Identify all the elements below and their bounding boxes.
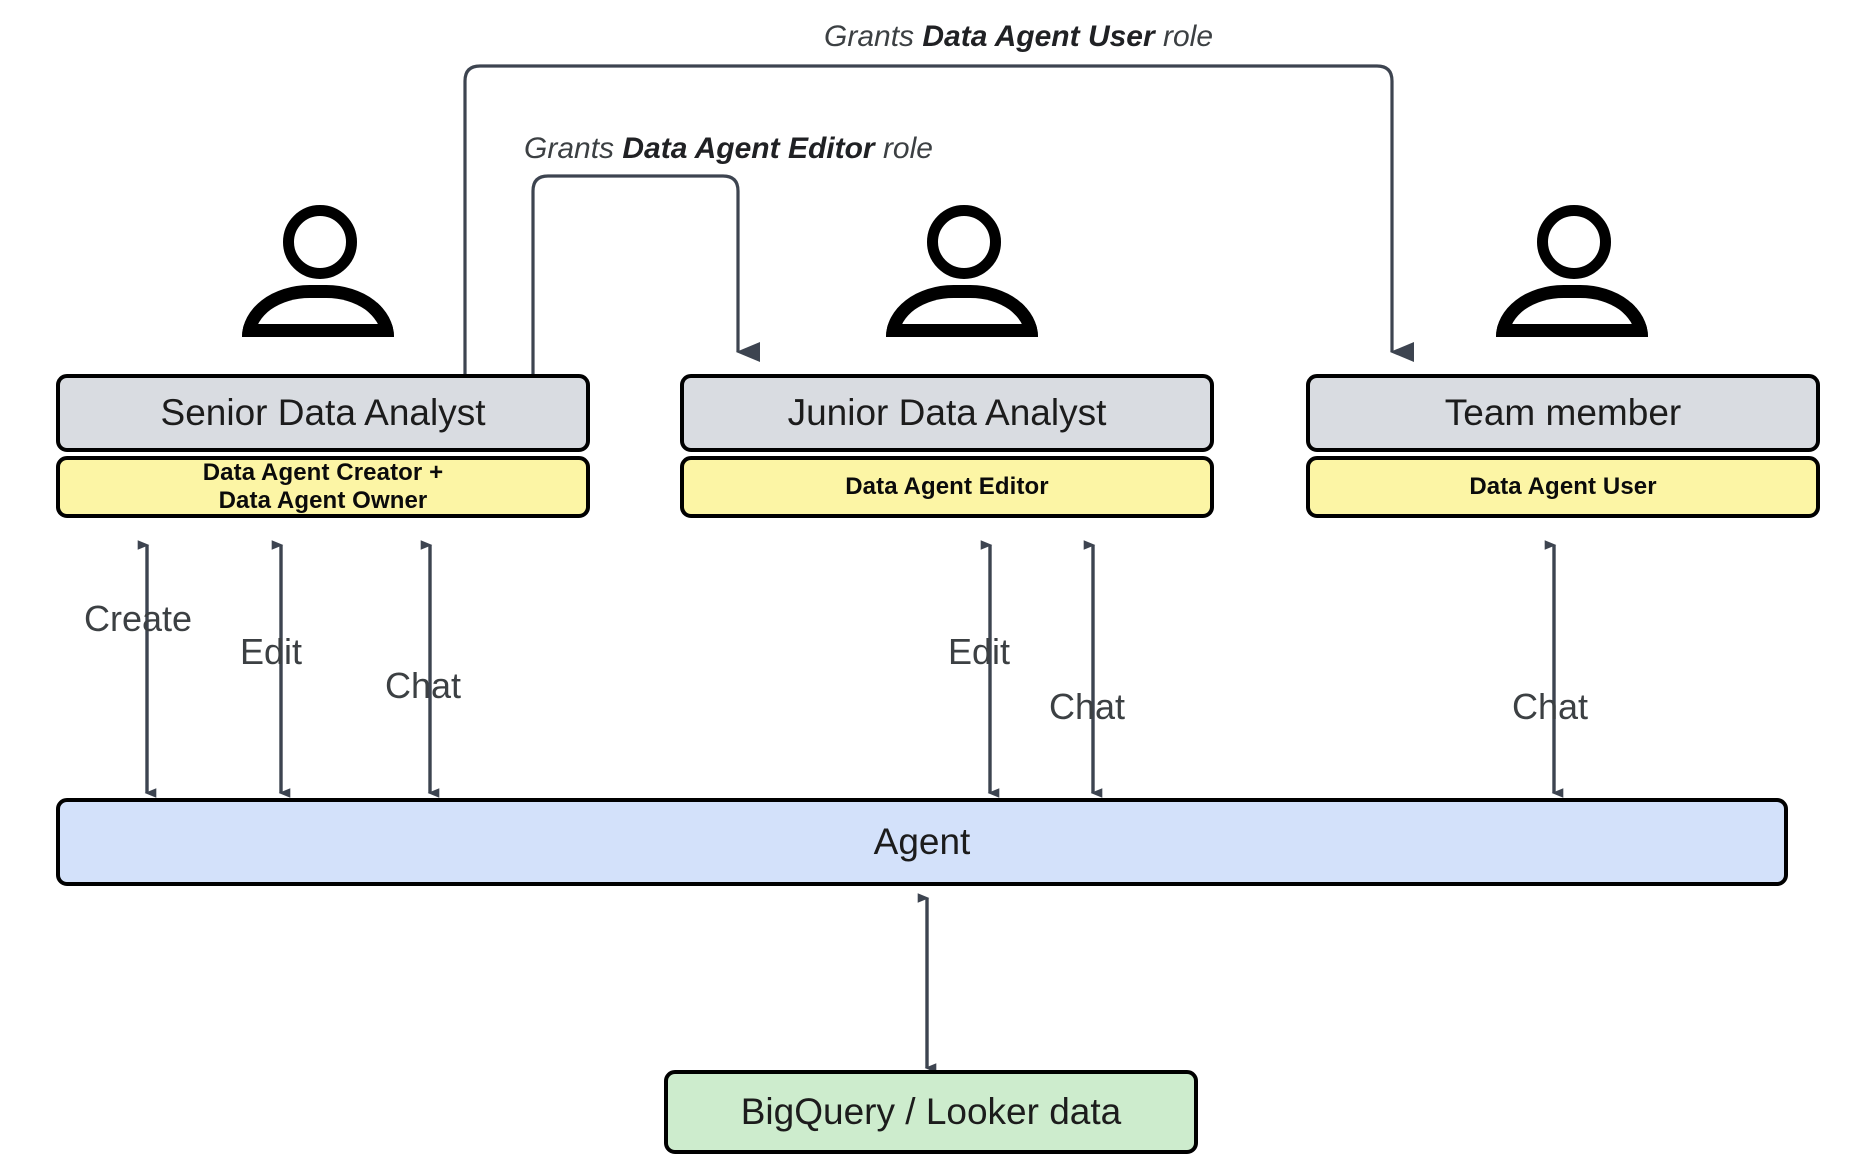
grant-user-role: Data Agent User [922, 20, 1155, 53]
persona-card-junior-data-analyst: Junior Data Analyst Data Agent Editor [680, 374, 1214, 520]
grant-label-data-agent-editor: Grants Data Agent Editor role [524, 132, 933, 166]
persona-card-senior-data-analyst: Senior Data Analyst Data Agent Creator +… [56, 374, 590, 520]
persona-card-team-member: Team member Data Agent User [1306, 374, 1820, 520]
grant-editor-role: Data Agent Editor [622, 132, 875, 165]
grant-editor-connector [531, 174, 760, 374]
person-icon-team-member [1494, 205, 1654, 355]
persona-title-team-member: Team member [1306, 374, 1820, 452]
grant-editor-prefix: Grants [524, 132, 623, 165]
action-label-chat-senior: Chat [385, 665, 462, 706]
person-icon-senior-data-analyst [240, 205, 400, 355]
grant-user-prefix: Grants [824, 20, 923, 53]
action-label-edit-senior: Edit [240, 631, 303, 672]
person-body-icon [886, 285, 1038, 337]
action-label-chat-junior: Chat [1049, 686, 1126, 727]
person-icon-junior-data-analyst [884, 205, 1044, 355]
action-label-chat-team: Chat [1512, 686, 1589, 727]
person-head-icon [1537, 205, 1611, 279]
persona-role-line-2: Data Agent Owner [218, 487, 428, 514]
person-body-icon [1496, 285, 1648, 337]
grant-user-suffix: role [1154, 20, 1214, 53]
agent-node: Agent [56, 798, 1788, 886]
person-head-icon [283, 205, 357, 279]
persona-role-senior-data-analyst: Data Agent Creator + Data Agent Owner [56, 456, 590, 518]
persona-title-junior-data-analyst: Junior Data Analyst [680, 374, 1214, 452]
action-label-edit-junior: Edit [948, 631, 1011, 672]
action-label-create-senior: Create [84, 598, 193, 639]
persona-role-team-member: Data Agent User [1306, 456, 1820, 518]
persona-title-senior-data-analyst: Senior Data Analyst [56, 374, 590, 452]
persona-role-line-1: Data Agent Creator + [202, 459, 444, 487]
grant-label-data-agent-user: Grants Data Agent User role [824, 20, 1213, 54]
person-body-icon [242, 285, 394, 337]
person-head-icon [927, 205, 1001, 279]
data-source-node: BigQuery / Looker data [664, 1070, 1198, 1154]
grant-editor-suffix: role [874, 132, 933, 165]
persona-role-junior-data-analyst: Data Agent Editor [680, 456, 1214, 518]
